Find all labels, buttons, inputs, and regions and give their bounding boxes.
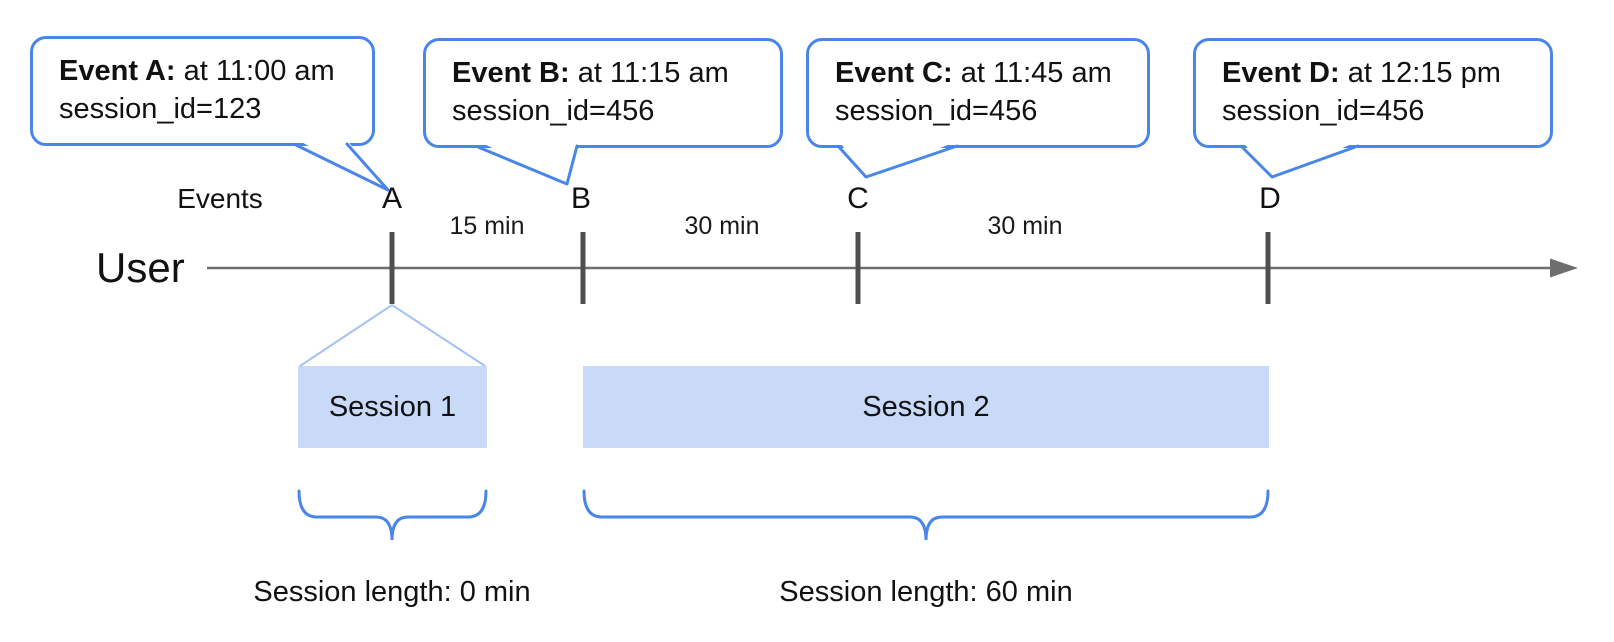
event-b-bubble: Event B:at 11:15 am session_id=456 bbox=[423, 38, 783, 148]
event-a-title: Event A: bbox=[59, 55, 176, 87]
event-b-title: Event B: bbox=[452, 57, 570, 89]
session-1-funnel bbox=[299, 304, 486, 367]
session-1-length-label: Session length: 0 min bbox=[253, 576, 531, 608]
event-a-time: at 11:00 am bbox=[183, 55, 335, 87]
interval-b-c-label: 30 min bbox=[684, 212, 760, 240]
event-a-bubble: Event A:at 11:00 am session_id=123 bbox=[30, 36, 375, 146]
session-1-label: Session 1 bbox=[328, 390, 457, 423]
event-b-line1: Event B:at 11:15 am bbox=[452, 54, 780, 92]
bubble-tail-a bbox=[294, 139, 390, 192]
event-d-bubble: Event D:at 12:15 pm session_id=456 bbox=[1193, 38, 1553, 148]
interval-c-d-label: 30 min bbox=[987, 212, 1063, 240]
events-row-label: Events bbox=[177, 183, 263, 214]
event-c-time: at 11:45 am bbox=[960, 57, 1112, 89]
tick-label-d: D bbox=[1259, 182, 1281, 215]
event-d-line1: Event D:at 12:15 pm bbox=[1222, 54, 1550, 92]
event-d-session-id: session_id=456 bbox=[1222, 95, 1425, 127]
timeline-arrowhead-icon bbox=[1550, 258, 1578, 278]
session-2-bar: Session 2 bbox=[583, 366, 1269, 448]
session-2-brace bbox=[582, 489, 1270, 541]
session-2-length-label: Session length: 60 min bbox=[779, 576, 1073, 608]
tick-label-b: B bbox=[570, 182, 592, 215]
event-a-line1: Event A:at 11:00 am bbox=[59, 52, 372, 90]
interval-a-b-label: 15 min bbox=[449, 212, 525, 240]
event-c-title: Event C: bbox=[835, 57, 953, 89]
event-b-session-id: session_id=456 bbox=[452, 95, 655, 127]
event-c-line1: Event C:at 11:45 am bbox=[835, 54, 1147, 92]
event-d-title: Event D: bbox=[1222, 57, 1340, 89]
session-1-bar: Session 1 bbox=[298, 366, 487, 448]
session-1-brace bbox=[297, 489, 488, 541]
session-2-label: Session 2 bbox=[862, 390, 990, 423]
event-a-session-id: session_id=123 bbox=[59, 93, 262, 125]
event-c-bubble: Event C:at 11:45 am session_id=456 bbox=[806, 38, 1150, 148]
user-row-label: User bbox=[96, 244, 185, 291]
event-c-session-id: session_id=456 bbox=[835, 95, 1038, 127]
event-b-time: at 11:15 am bbox=[577, 57, 729, 89]
tick-label-c: C bbox=[847, 182, 869, 215]
tick-label-a: A bbox=[381, 182, 403, 215]
event-d-time: at 12:15 pm bbox=[1347, 57, 1501, 89]
